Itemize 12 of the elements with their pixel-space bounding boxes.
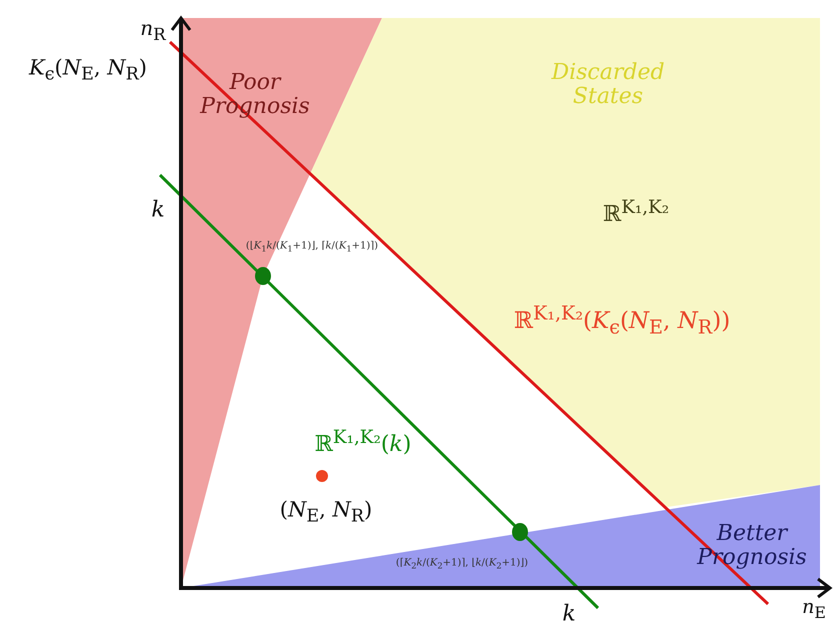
point-label: (N$_{E}$, N$_{R}$): [280, 497, 372, 527]
tick-label: k: [562, 602, 576, 626]
set-label: ℝ$^{K₁,K₂}$(K$_{ϵ}$(N$_{E}$, N$_{R}$)): [514, 301, 730, 339]
coordinate-label: (⌊K$_{1}$k/(K$_{1}$+1)⌋, ⌈k/(K$_{1}$+1)⌉): [246, 240, 378, 254]
tick-label: k: [151, 198, 165, 222]
set-label: ℝ$^{K₁,K₂}$: [602, 196, 670, 228]
region-label: Discarded States: [550, 60, 666, 110]
coordinate-label: (⌈K$_{2}$k/(K$_{2}$+1)⌉, ⌊k/(K$_{2}$+1)⌋): [396, 558, 528, 570]
axis-label: n$_{E}$: [802, 596, 826, 622]
axis-label: n$_{R}$: [140, 16, 166, 44]
tick-label: K$_{ϵ}$(N$_{E}$, N$_{R}$): [29, 55, 147, 85]
set-label: ℝ$^{K₁,K₂}$(k): [314, 426, 412, 458]
